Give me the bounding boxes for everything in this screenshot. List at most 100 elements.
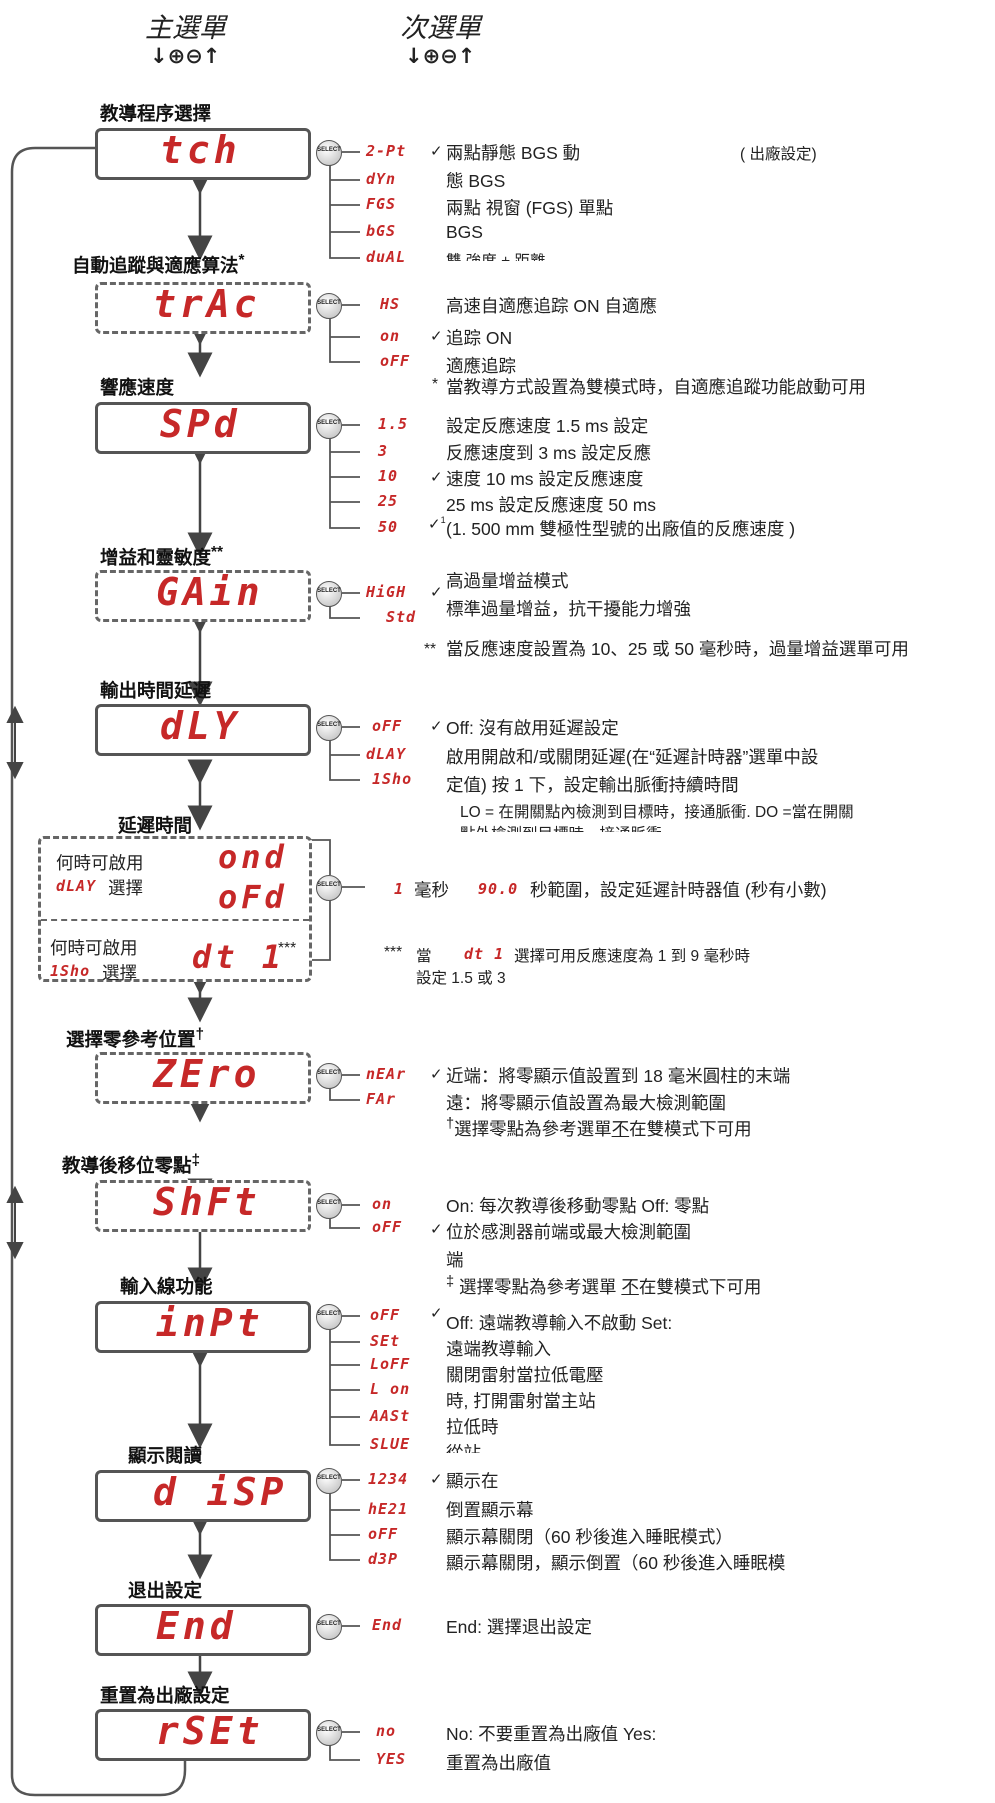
option-he21[interactable]: hE21 (368, 1500, 409, 1518)
disp-display[interactable]: d iSP (95, 1470, 311, 1522)
gain-display[interactable]: GAin (95, 570, 311, 622)
shft-note: ‡ 選擇零點為參考選單 不在雙模式下可用 (446, 1274, 762, 1297)
dly-desc-2: 啟用開啟和/或關閉延遲(在“延遲計時器”選單中設 (446, 747, 819, 767)
option-3[interactable]: 3 (378, 442, 389, 460)
select-button-icon[interactable]: SELECT (316, 140, 342, 166)
end-display[interactable]: End (95, 1604, 311, 1656)
default-check-icon: ✓ (430, 1471, 443, 1488)
zero-desc-1: 近端：將零顯示值設置到 18 毫米圓柱的末端 (446, 1066, 791, 1086)
dt1-display[interactable]: dt 1 (192, 938, 286, 976)
option-dyn[interactable]: dYn (366, 170, 397, 188)
default-check-icon: ✓ (430, 143, 443, 160)
tch-desc-5: 雙 強度 + 距離 (446, 249, 545, 261)
option-no[interactable]: no (376, 1722, 397, 1740)
dly-desc-3: 定值) 按 1 下，設定輸出脈衝持續時間 (446, 775, 739, 795)
disp-title: 顯示閱讀 (128, 1445, 203, 1466)
disp-desc-1: 顯示在 (446, 1471, 499, 1491)
default-check-icon: ✓ (430, 1221, 443, 1238)
default-check-icon: ✓ (430, 718, 443, 735)
option-2pt[interactable]: 2-Pt (366, 142, 407, 160)
option-on[interactable]: on (380, 327, 401, 345)
zero-display-text: ZEro (153, 1052, 261, 1096)
ofd-display[interactable]: oFd (218, 878, 288, 916)
option-yes[interactable]: YES (376, 1750, 407, 1768)
dly-display[interactable]: dLY (95, 704, 311, 756)
option-1-5[interactable]: 1.5 (378, 415, 409, 433)
option-std[interactable]: Std (386, 608, 417, 626)
zero-display[interactable]: ZEro (95, 1052, 311, 1104)
option-loff[interactable]: LoFF (370, 1355, 411, 1373)
option-far[interactable]: FAr (366, 1090, 397, 1108)
select-button-icon[interactable]: SELECT (316, 1063, 342, 1089)
select-button-icon[interactable]: SELECT (316, 1614, 342, 1640)
option-slve[interactable]: SLUE (370, 1435, 411, 1453)
gain-desc-2: 標準過量增益，抗干擾能力增強 (446, 599, 691, 619)
option-mast[interactable]: AASt (370, 1407, 411, 1425)
select-button-icon[interactable]: SELECT (316, 1193, 342, 1219)
default-check-icon: ✓ (430, 469, 443, 486)
select-button-icon[interactable]: SELECT (316, 715, 342, 741)
dly-lo-do-1: LO = 在開關點內檢測到目標時，接通脈衝. DO =當在開關 (460, 804, 854, 821)
tch-display[interactable]: tch (95, 128, 311, 180)
option-near[interactable]: nEAr (366, 1065, 407, 1083)
option-1sho[interactable]: 1Sho (372, 770, 413, 788)
select-button-icon[interactable]: SELECT (316, 875, 342, 901)
range-unit-min: 毫秒 (414, 880, 449, 900)
dt1-stars: *** (278, 940, 297, 957)
when1-label: 何時可啟用 (56, 853, 144, 873)
factory-default-note: ( 出廠設定) (740, 146, 817, 163)
tch-title: 教導程序選擇 (100, 103, 212, 124)
spd-desc-4: 25 ms 設定反應速度 50 ms (446, 495, 657, 515)
gain-note: 當反應速度設置為 10、25 或 50 毫秒時，過量增益選單可用 (446, 639, 909, 659)
option-25[interactable]: 25 (378, 492, 399, 510)
when1-suffix: 選擇 (108, 878, 143, 898)
option-dlay[interactable]: dLAY (366, 745, 407, 763)
range-min: 1 (394, 880, 405, 898)
option-off[interactable]: oFF (372, 717, 403, 735)
spd-display[interactable]: SPd (95, 402, 311, 454)
ond-display[interactable]: ond (218, 838, 288, 876)
option-off[interactable]: oFF (380, 352, 411, 370)
when2-label: 何時可啟用 (50, 938, 138, 958)
option-lon[interactable]: L on (370, 1380, 411, 1398)
shft-title: 教導後移位零點‡ (62, 1152, 201, 1177)
gain-desc-1: 高過量增益模式 (446, 571, 569, 591)
option-set[interactable]: SEt (370, 1332, 401, 1350)
gain-title: 增益和靈敏度** (100, 544, 224, 569)
option-fgs[interactable]: FGS (366, 195, 397, 213)
option-off[interactable]: oFF (368, 1525, 399, 1543)
when1-code: dLAY (56, 877, 97, 895)
select-button-icon[interactable]: SELECT (316, 1720, 342, 1746)
tch-desc-2: 態 BGS (446, 171, 506, 191)
option-bgs[interactable]: bGS (366, 222, 397, 240)
option-d3p[interactable]: d3P (368, 1550, 399, 1568)
select-button-icon[interactable]: SELECT (316, 1468, 342, 1494)
option-off[interactable]: oFF (372, 1218, 403, 1236)
option-1234[interactable]: 1234 (368, 1470, 409, 1488)
option-hs[interactable]: HS (380, 295, 401, 313)
inpt-desc-2: 遠端教導輸入 (446, 1339, 551, 1359)
option-end[interactable]: End (372, 1616, 403, 1634)
option-on[interactable]: on (372, 1195, 393, 1213)
delay-note-prefix: 當 (416, 948, 432, 965)
inpt-display[interactable]: inPt (95, 1301, 311, 1353)
option-off[interactable]: oFF (370, 1306, 401, 1324)
default-check-icon: ✓ (430, 1305, 443, 1322)
option-10[interactable]: 10 (378, 467, 399, 485)
shft-desc-1: On: 每次教導後移動零點 Off: 零點 (446, 1196, 710, 1216)
inpt-desc-4: 時, 打開雷射當主站 (446, 1391, 596, 1411)
default-check-icon: ✓ (430, 328, 443, 345)
select-button-icon[interactable]: SELECT (316, 581, 342, 607)
option-dual[interactable]: duAL (366, 248, 407, 266)
main-menu-header: 主選單 (145, 13, 226, 44)
select-button-icon[interactable]: SELECT (316, 413, 342, 439)
trac-desc-1: 高速自適應追踪 ON 自適應 (446, 296, 657, 316)
trac-display[interactable]: trAc (95, 282, 311, 334)
rset-display[interactable]: rSEt (95, 1709, 311, 1761)
delay-note-line2: 設定 1.5 或 3 (416, 970, 506, 987)
option-50[interactable]: 50 (378, 518, 399, 536)
select-button-icon[interactable]: SELECT (316, 293, 342, 319)
select-button-icon[interactable]: SELECT (316, 1304, 342, 1330)
shft-display[interactable]: ShFt (95, 1180, 311, 1232)
option-high[interactable]: HiGH (366, 583, 407, 601)
